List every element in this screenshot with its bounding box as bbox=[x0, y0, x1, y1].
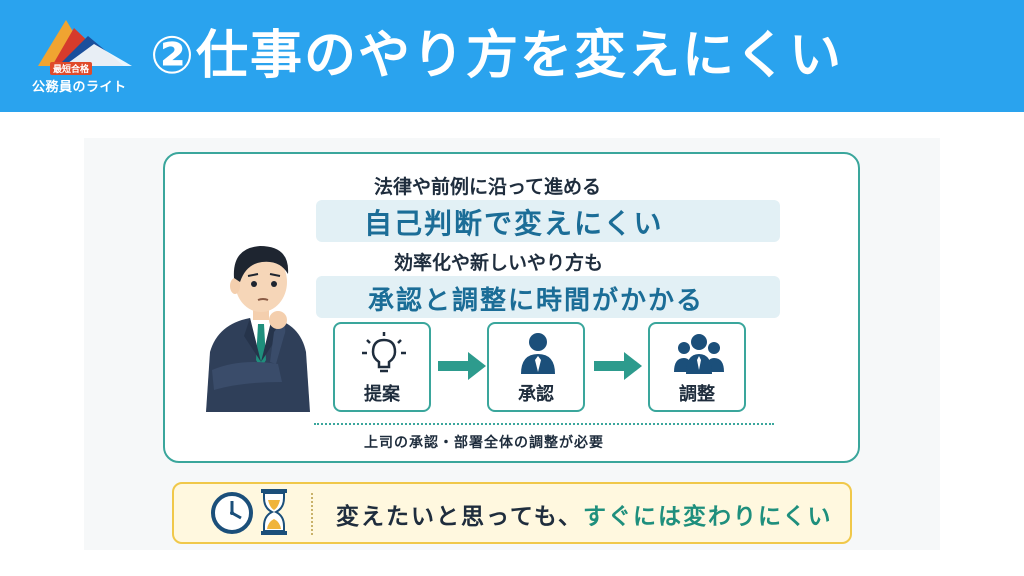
arrow-right-icon bbox=[594, 352, 642, 380]
step-proposal: 提案 bbox=[333, 322, 431, 412]
highlight-band-2 bbox=[316, 276, 780, 318]
person-icon bbox=[521, 333, 555, 374]
conclusion-main: 変えたいと思っても、 bbox=[336, 504, 584, 530]
step-approval: 承認 bbox=[487, 322, 585, 412]
arrow-right-icon bbox=[438, 352, 486, 380]
highlight-text-2: 承認と調整に時間がかかる bbox=[368, 286, 705, 316]
highlight-text-1: 自己判断で変えにくい bbox=[364, 207, 664, 240]
logo-text: 公務員のライト bbox=[32, 80, 127, 95]
conclusion-highlight: すぐには変わりにくい bbox=[583, 504, 833, 530]
step-label: 承認 bbox=[518, 384, 554, 405]
clock-icon bbox=[211, 492, 253, 534]
divider bbox=[314, 423, 774, 425]
header-bar: 最短合格 公務員のライト ②仕事のやり方を変えにくい bbox=[0, 0, 1024, 112]
page-title: ②仕事のやり方を変えにくい bbox=[150, 26, 843, 86]
lightbulb-icon bbox=[362, 332, 406, 373]
conclusion-text: 変えたいと思っても、すぐには変わりにくい bbox=[336, 497, 833, 531]
group-icon bbox=[674, 334, 724, 374]
thinking-businessman-icon bbox=[206, 246, 310, 412]
step-label: 調整 bbox=[679, 384, 715, 405]
step-label: 提案 bbox=[364, 384, 400, 405]
statement-line-1: 法律や前例に沿って進める bbox=[374, 176, 602, 198]
step-coordination: 調整 bbox=[648, 322, 746, 412]
highlight-band-1 bbox=[316, 200, 780, 242]
statement-line-2: 効率化や新しいやり方も bbox=[394, 252, 604, 274]
logo-badge: 最短合格 bbox=[50, 62, 93, 75]
footnote: 上司の承認・部署全体の調整が必要 bbox=[364, 435, 604, 451]
hourglass-icon bbox=[261, 489, 287, 535]
divider-vertical bbox=[311, 493, 313, 535]
logo: 最短合格 公務員のライト bbox=[28, 14, 138, 98]
logo-mountain-icon bbox=[38, 20, 132, 66]
